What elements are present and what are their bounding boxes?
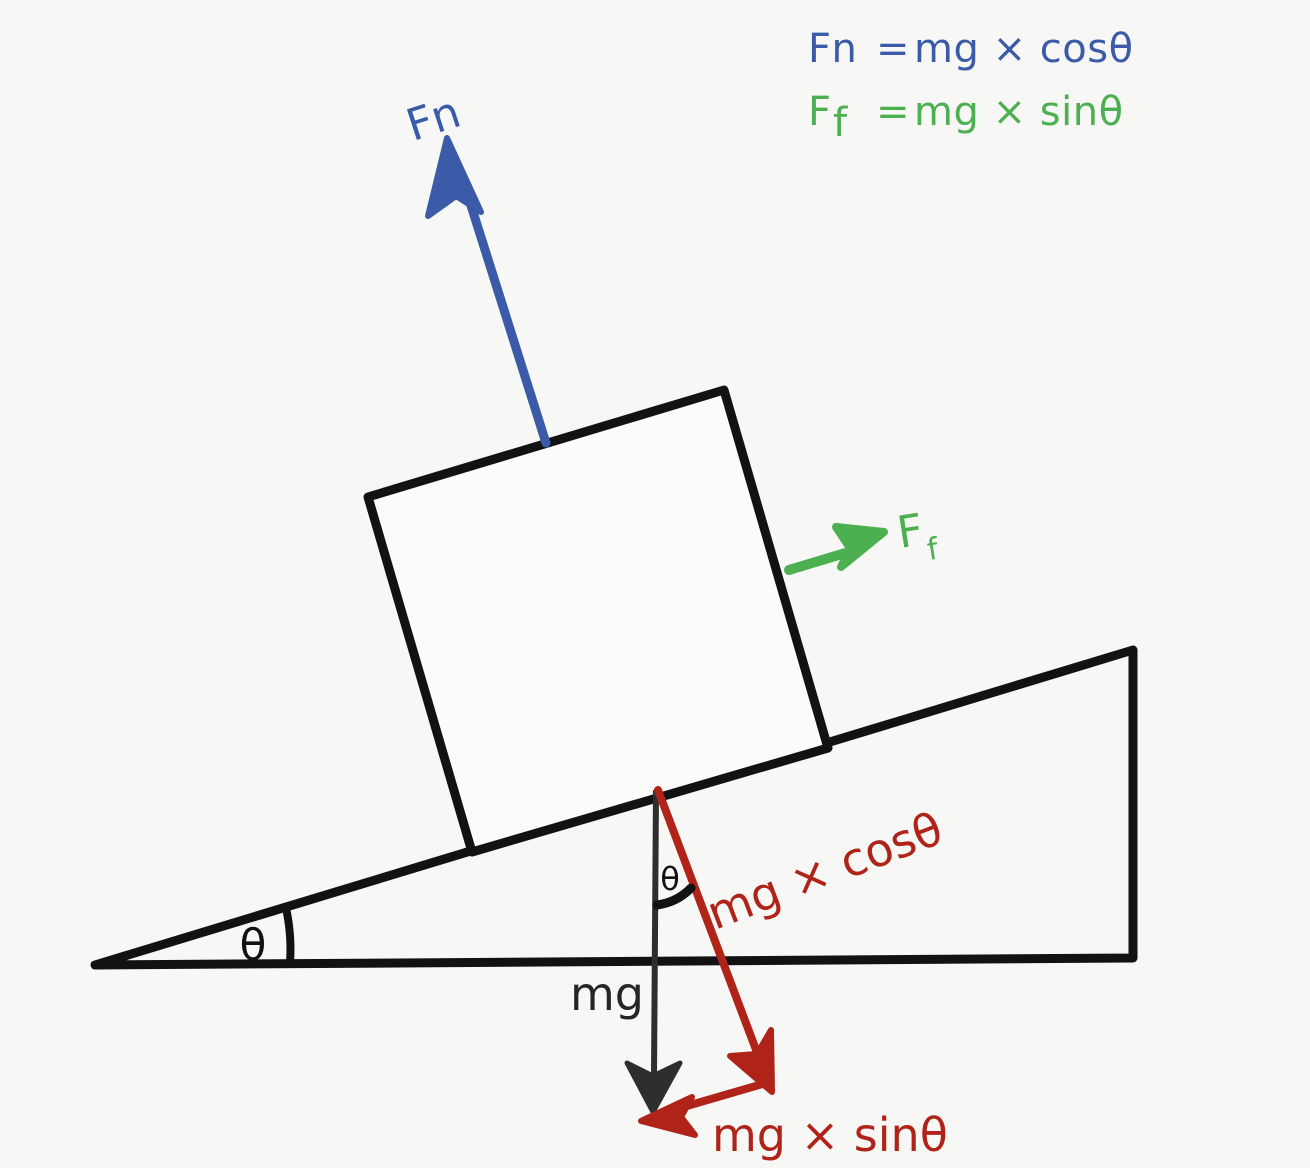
weight-vector: mg — [570, 789, 683, 1115]
incline-angle-label: θ — [240, 920, 267, 971]
weight-normal-component-arrowhead — [727, 1027, 775, 1095]
normal-force-equation-equals: = — [876, 26, 910, 72]
block-outline — [363, 385, 833, 857]
weight-parallel-component-label: mg × sinθ — [712, 1108, 948, 1162]
component-angle-label: θ — [660, 860, 680, 898]
block-shape — [363, 385, 833, 857]
friction-force-equation-lhs-subscript: f — [833, 100, 848, 146]
normal-force-equation-row: Fn = mg × cosθ — [808, 26, 1134, 72]
friction-force-equation-row: F f = mg × sinθ — [808, 89, 1124, 146]
incline-angle-arc — [282, 904, 295, 967]
normal-force-equation-rhs: mg × cosθ — [914, 26, 1134, 72]
weight-parallel-component-vector: mg × sinθ — [638, 1079, 948, 1162]
weight-label: mg — [570, 967, 644, 1021]
normal-force-shaft — [457, 172, 551, 448]
component-angle-arc — [652, 883, 696, 910]
weight-normal-component-shaft — [654, 786, 762, 1059]
friction-force-shaft — [784, 546, 857, 575]
equation-legend: Fn = mg × cosθ F f = mg × sinθ — [808, 26, 1134, 146]
friction-force-arrowhead — [832, 523, 888, 571]
weight-parallel-component-arrowhead — [638, 1094, 698, 1138]
normal-force-equation-lhs: Fn — [808, 26, 857, 72]
friction-force-equation-rhs: mg × sinθ — [914, 89, 1124, 135]
friction-force-equation-lhs: F — [808, 89, 832, 135]
incline-angle-marker: θ — [240, 904, 295, 971]
component-angle-marker: θ — [652, 860, 696, 910]
weight-arrowhead — [624, 1060, 683, 1115]
friction-force-equation-equals: = — [876, 89, 910, 135]
weight-parallel-component-shaft — [676, 1079, 770, 1112]
weight-shaft — [651, 789, 659, 1076]
normal-force-arrowhead — [425, 135, 484, 219]
